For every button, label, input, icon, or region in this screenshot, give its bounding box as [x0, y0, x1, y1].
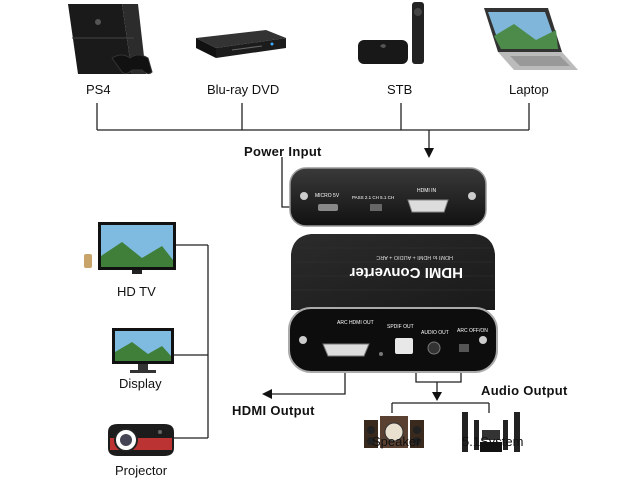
converter-back-panel: MICRO 5V PASS 2.1 CH 5.1 CH HDMI IN [289, 167, 487, 227]
audio-output-label: Audio Output [481, 383, 568, 398]
micro-usb-port [318, 204, 338, 211]
display-label-projector: Projector [115, 463, 168, 478]
audio-out-label: AUDIO OUT [421, 330, 449, 336]
hdmi-out-port [322, 343, 370, 357]
spdif-port [395, 338, 413, 354]
micro-label: MICRO 5V [315, 193, 340, 199]
speaker-icon [364, 416, 424, 448]
converter-title: HDMI Converter [349, 264, 463, 281]
hdmi-output-label: HDMI Output [232, 403, 315, 418]
ps4-console-icon [68, 4, 153, 75]
audio-label-51system: 5.1System [462, 434, 524, 449]
surround-system-icon [462, 412, 520, 452]
converter-front-body: HDMI Converter HDMI to HDMI + AUDIO + AR… [288, 234, 498, 373]
pass-label: PASS 2.1 CH 5.1 CH [352, 195, 394, 200]
laptop-icon [484, 8, 578, 70]
source-label-laptop: Laptop [509, 82, 549, 97]
audio-jack [427, 341, 441, 355]
source-label-ps4: PS4 [86, 82, 111, 97]
arrow-left-icon [262, 389, 272, 399]
hdmi-in-port [407, 199, 449, 213]
set-top-box-icon [358, 2, 424, 64]
hdtv-icon [84, 222, 176, 274]
arrow-down-icon [424, 148, 434, 158]
spdif-label: SPDIF OUT [387, 324, 414, 330]
arc-label-line: ARC HDMI OUT [337, 320, 374, 326]
source-label-bluray: Blu-ray DVD [207, 82, 280, 97]
arc-hdmi-out-label: ARC HDMI OUT [337, 320, 374, 326]
monitor-icon [112, 328, 174, 373]
channel-switch [370, 204, 382, 211]
hdmi-in-label: HDMI IN [417, 188, 437, 194]
display-label-monitor: Display [119, 376, 162, 391]
arrow-down-icon [432, 392, 442, 401]
source-label-stb: STB [387, 82, 413, 97]
arc-switch [459, 344, 469, 352]
arc-onoff-label: ARC OFF/ON [457, 328, 488, 334]
display-label-hdtv: HD TV [117, 284, 156, 299]
projector-icon [108, 424, 174, 456]
converter-subtitle: HDMI to HDMI + AUDIO + ARC [376, 254, 453, 260]
bluray-player-icon [196, 30, 286, 58]
power-input-label: Power Input [244, 144, 322, 159]
audio-label-speaker: Speaker [372, 434, 421, 449]
